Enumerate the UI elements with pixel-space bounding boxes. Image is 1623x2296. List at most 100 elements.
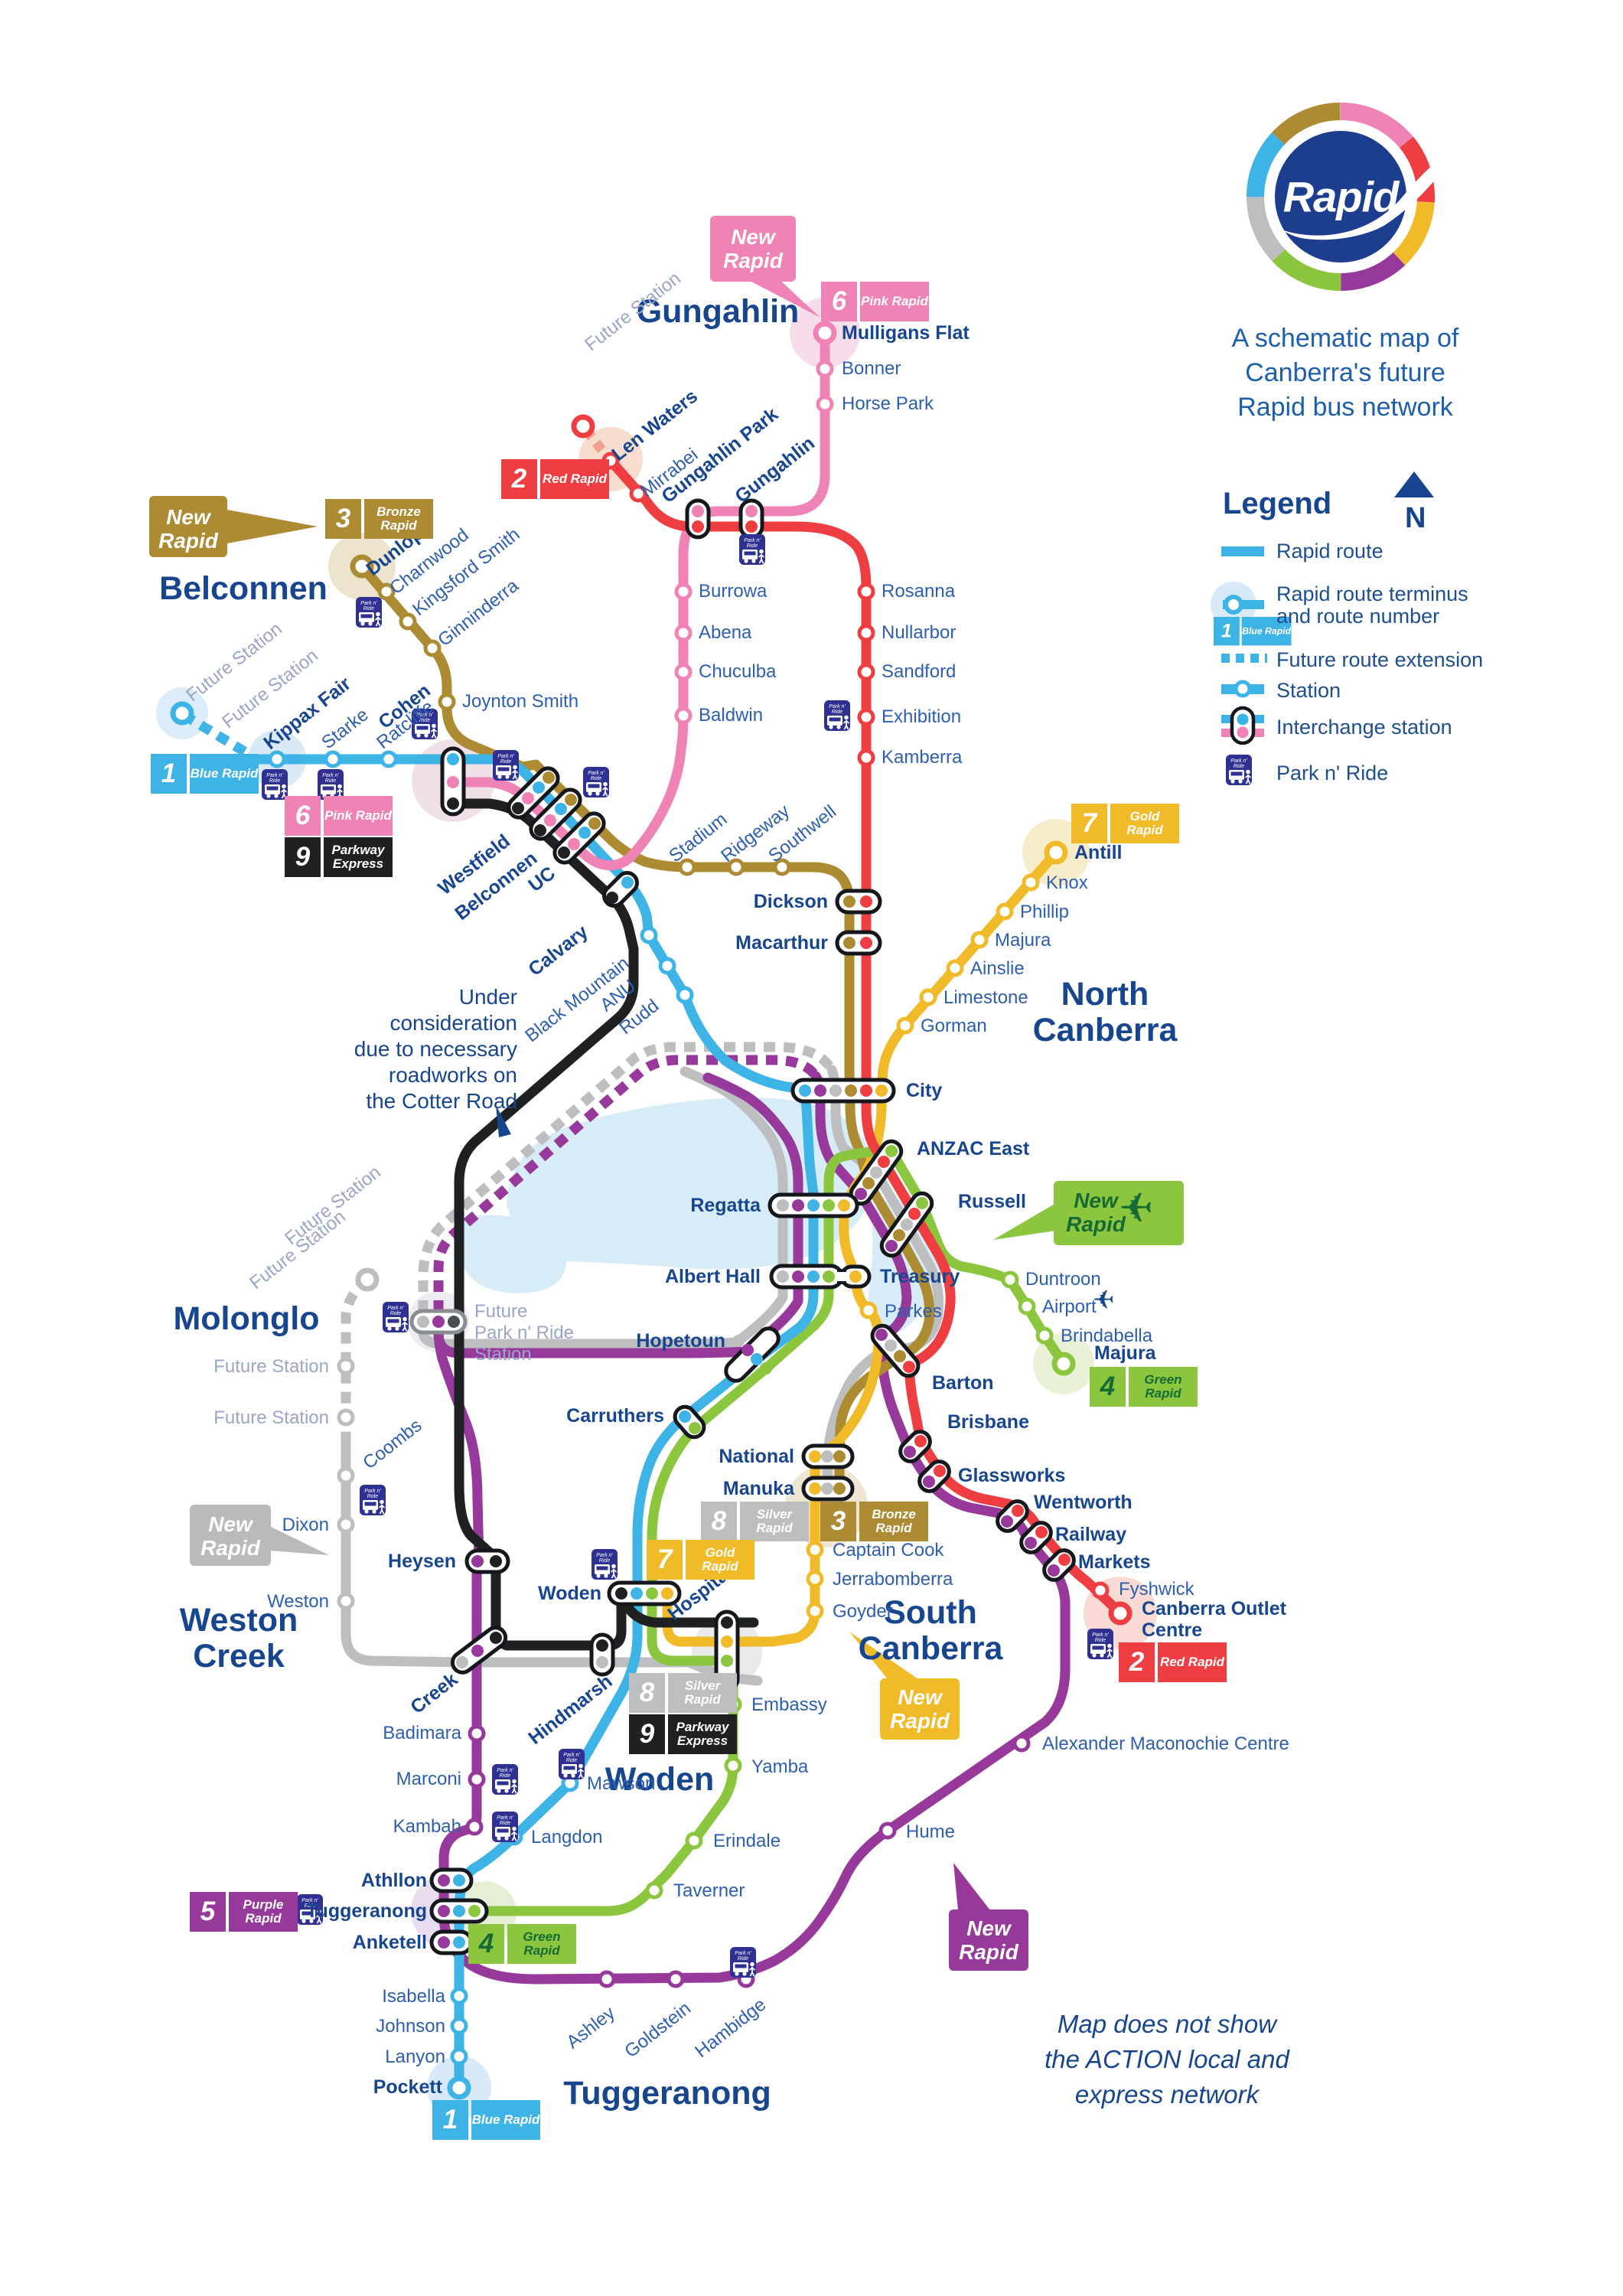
park-n-ride-icon [356, 597, 382, 628]
route-number: 6 [821, 282, 857, 321]
station-label: Brindabella [1061, 1326, 1153, 1346]
station-label: Future Station [213, 1356, 329, 1377]
station-label: Limestone [943, 987, 1028, 1008]
station-label: Abena [699, 622, 752, 643]
new-rapid-callout-label: New Rapid [723, 225, 783, 272]
new-rapid-callout-label: New Rapid [200, 1512, 260, 1560]
route-number: 2 [501, 459, 537, 499]
route-name: Pink Rapid [324, 796, 393, 836]
compass-label: N [1405, 502, 1426, 534]
park-n-ride-icon [383, 1302, 409, 1332]
route-name: Bronze Rapid [859, 1502, 928, 1541]
station-label: Airport [1042, 1296, 1097, 1317]
station-label: Athllon [360, 1870, 427, 1891]
route-name: Silver Rapid [668, 1673, 737, 1713]
consideration-pointer [496, 1105, 511, 1137]
station-label: Captain Cook [833, 1540, 944, 1561]
station-label: National [719, 1446, 794, 1467]
route-name: Gold Rapid [686, 1540, 754, 1580]
station-label: Jerrabomberra [833, 1569, 953, 1590]
park-n-ride-icon [824, 700, 850, 731]
station-label: Albert Hall [664, 1266, 761, 1287]
region-label: Woden [605, 1761, 715, 1798]
station-label: Ainslie [970, 958, 1025, 979]
route-name: Gold Rapid [1110, 804, 1179, 843]
station-label: Knox [1046, 872, 1088, 893]
station-label: Hopetoun [636, 1330, 725, 1352]
map-subtitle: A schematic map of Canberra's future Rap… [1231, 324, 1459, 422]
station-label: Hume [906, 1821, 956, 1842]
park-n-ride-icon [493, 750, 519, 781]
terminus-rings [170, 321, 1133, 2100]
station-label: Isabella [382, 1986, 445, 2007]
new-rapid-callout-label: New Rapid [959, 1916, 1018, 1964]
station-label: Anketell [352, 1932, 427, 1953]
station-label: Pockett [373, 2076, 442, 2098]
route-number: 5 [190, 1892, 226, 1932]
route-name: Green Rapid [1129, 1367, 1198, 1407]
route-name: Bronze Rapid [364, 499, 433, 539]
route-number: 3 [325, 499, 361, 539]
route-number: 9 [629, 1714, 665, 1754]
park-n-ride-icon [559, 1749, 585, 1779]
station-label: Exhibition [882, 706, 962, 727]
station-label: Parkes [885, 1301, 942, 1322]
station-label: Woden [538, 1583, 601, 1604]
station-label: Antill [1074, 842, 1123, 863]
station-label: Yamba [751, 1756, 809, 1777]
interchange-dots [417, 505, 1071, 1949]
route-name: Green Rapid [507, 1924, 576, 1964]
station-label: Regatta [690, 1195, 761, 1216]
legend-item-park-n-ride: Park n' Ride [1276, 762, 1389, 784]
compass-arrow-icon [1394, 471, 1434, 497]
station-label: Canberra Outlet Centre [1142, 1598, 1286, 1641]
route-name: Purple Rapid [229, 1892, 298, 1932]
station-label: Future Station [213, 1407, 329, 1428]
legend-item-terminus: Rapid route terminus and route number [1276, 582, 1468, 628]
route-name: Parkway Express [324, 837, 393, 877]
route-number: 2 [1119, 1642, 1155, 1682]
park-n-ride-icon [583, 767, 609, 797]
interchange-stations [409, 498, 1076, 1955]
station-label: Future Park n' Ride Station [474, 1301, 574, 1365]
station-label: Marconi [396, 1769, 461, 1789]
station-label: Markets [1078, 1551, 1151, 1573]
route-number: 4 [468, 1924, 504, 1964]
station-label: Baldwin [699, 705, 764, 726]
station-label: Goyder [833, 1601, 893, 1622]
station-label: Johnson [376, 2016, 445, 2037]
park-n-ride-icon [1087, 1629, 1113, 1659]
route-name: Blue Rapid [471, 2100, 540, 2140]
route-number: 3 [820, 1502, 856, 1541]
route-number: 4 [1090, 1367, 1126, 1407]
route-number: 1 [151, 754, 187, 794]
park-n-ride-icon [262, 769, 288, 800]
station-label: Fyshwick [1119, 1579, 1194, 1600]
station-label: Alexander Maconochie Centre [1042, 1733, 1289, 1754]
route-number: 8 [629, 1673, 665, 1713]
station-label: Nullarbor [882, 622, 957, 643]
legend-item-interchange: Interchange station [1276, 716, 1452, 739]
station-label: Treasury [880, 1266, 960, 1287]
station-label: Kambah [393, 1816, 461, 1837]
station-label: Barton [932, 1372, 994, 1394]
airport-plane-icon: ✈ [1093, 1286, 1115, 1315]
station-label: Russell [958, 1191, 1026, 1212]
station-label: Horse Park [842, 393, 934, 414]
legend-item-future-route: Future route extension [1276, 648, 1484, 671]
station-label: Mulligans Flat [842, 322, 970, 344]
route-purple-spur [433, 1072, 803, 1358]
station-label: Mawson [587, 1773, 656, 1794]
station-label: Phillip [1020, 902, 1070, 922]
station-label: Wentworth [1034, 1492, 1133, 1513]
station-label: Gorman [921, 1016, 987, 1036]
station-label: Majura [995, 930, 1051, 951]
